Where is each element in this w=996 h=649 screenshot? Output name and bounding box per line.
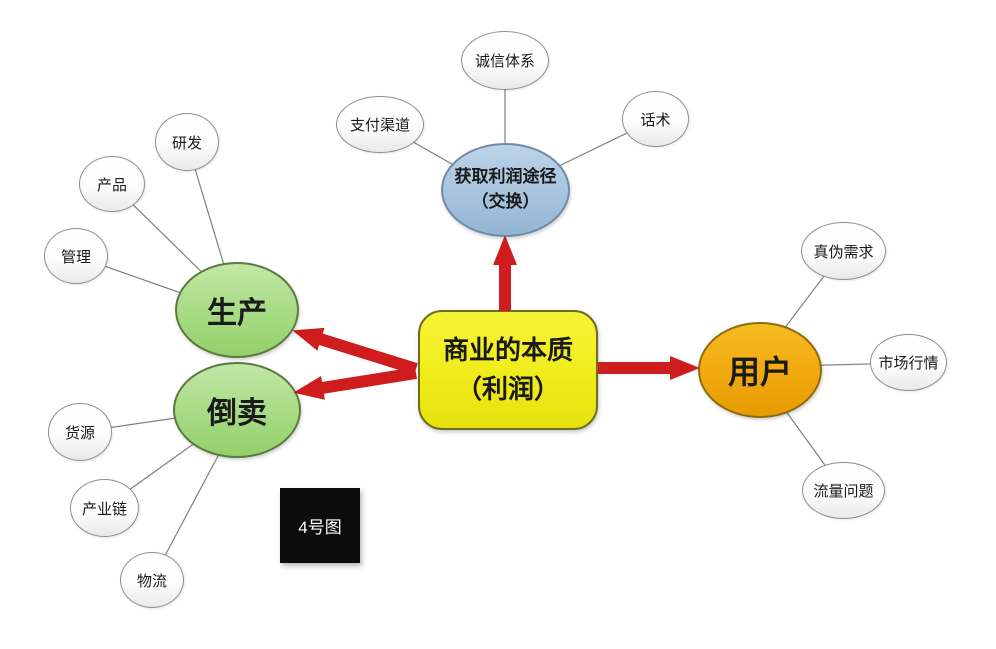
node-credit-system: 诚信体系 (461, 31, 549, 90)
node-logistics: 物流 (120, 552, 184, 608)
node-industry-chain: 产业链 (70, 479, 139, 537)
node-production-label: 生产 (207, 297, 267, 330)
node-payment-channel: 支付渠道 (336, 96, 424, 153)
node-user-label: 用户 (727, 354, 792, 390)
node-user: 用户 (698, 322, 822, 418)
node-logistics-label: 物流 (136, 572, 167, 590)
node-business-essence-line2: （利润） (455, 374, 560, 404)
node-traffic-problem: 流量问题 (802, 462, 885, 519)
node-business-essence-label: 商业的本质 （利润） (443, 331, 573, 409)
node-sales-script-label: 话术 (640, 111, 671, 129)
figure-number-label: 4号图 (298, 518, 342, 537)
node-management-label: 管理 (60, 248, 91, 266)
node-production: 生产 (175, 262, 299, 358)
node-traffic-problem-label: 流量问题 (813, 483, 874, 500)
node-profit-channel-label: 获取利润途径 （交换） (455, 165, 557, 214)
node-market-conditions-label: 市场行情 (878, 355, 939, 372)
node-management: 管理 (44, 228, 108, 284)
node-product: 产品 (79, 156, 145, 212)
node-real-fake-demand: 真伪需求 (801, 222, 886, 280)
node-profit-channel-line2: （交换） (471, 192, 540, 211)
node-supply-source: 货源 (48, 403, 112, 461)
node-credit-system-label: 诚信体系 (474, 53, 535, 70)
node-research-label: 研发 (171, 134, 202, 152)
figure-number-badge: 4号图 (280, 488, 360, 563)
node-resell-label: 倒卖 (207, 397, 267, 430)
node-payment-channel-label: 支付渠道 (349, 117, 410, 134)
node-real-fake-demand-label: 真伪需求 (813, 243, 874, 261)
node-profit-channel: 获取利润途径 （交换） (441, 143, 570, 237)
node-industry-chain-label: 产业链 (81, 500, 127, 518)
node-supply-source-label: 货源 (64, 424, 95, 442)
node-market-conditions: 市场行情 (870, 334, 947, 391)
node-resell: 倒卖 (173, 362, 301, 458)
node-research: 研发 (155, 113, 219, 171)
node-business-essence-line1: 商业的本质 (442, 335, 573, 365)
node-business-essence: 商业的本质 （利润） (418, 310, 598, 430)
node-sales-script: 话术 (622, 91, 689, 147)
node-profit-channel-line1: 获取利润途径 (454, 167, 557, 187)
node-product-label: 产品 (96, 176, 127, 194)
